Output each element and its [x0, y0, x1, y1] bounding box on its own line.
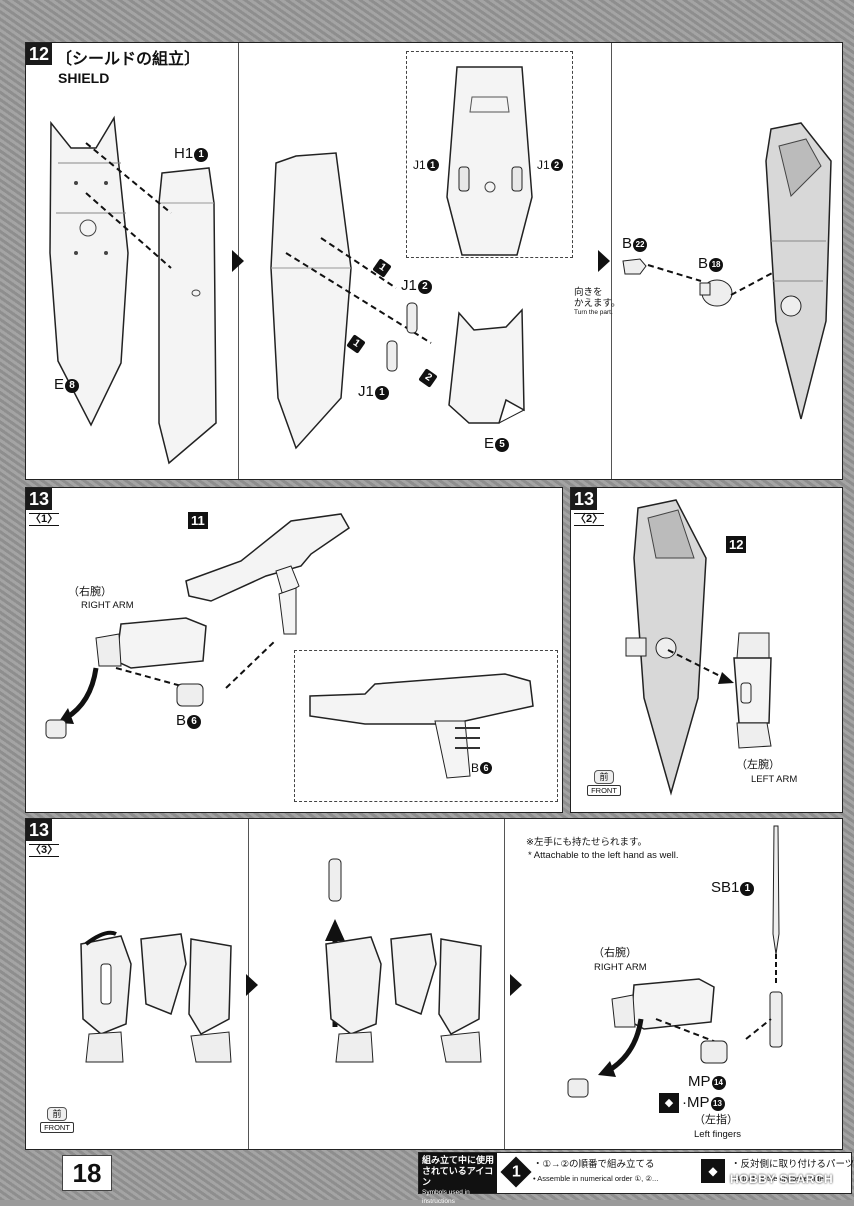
watermark: HOBBY SEARCH [730, 1172, 834, 1186]
guide-arrow [667, 649, 734, 684]
note-jp: ※左手にも持たせられます。 [526, 837, 648, 848]
hand-part [45, 719, 67, 739]
step-arrow [510, 974, 522, 996]
part-mp14-hand [700, 1040, 728, 1064]
front-icon: 前 [594, 770, 614, 784]
step-arrow [232, 250, 244, 272]
right-arm [95, 617, 207, 669]
step13-3-panel: 13 〈3〉 ※左手にも持たせられます。 * Attachable to the… [25, 818, 843, 1150]
sub-step: 〈1〉 [29, 513, 60, 526]
sub-step: 〈3〉 [29, 844, 60, 857]
order-icon: 1 [500, 1156, 532, 1188]
legend-opposite-en: • Attach to the opposite side [731, 1174, 824, 1183]
legend-title: 組み立て中に使用 されているアイコン Symbols used in instr… [419, 1153, 497, 1205]
step-title-jp: 〔シールドの組立〕 [56, 51, 201, 68]
swap-arrows [58, 639, 277, 724]
ref-part-12: 12 [726, 536, 747, 553]
finished-shield [765, 122, 832, 420]
turn-note-jp-2: かえます。 [574, 298, 621, 309]
right-arm-label-en: RIGHT ARM [81, 600, 134, 611]
legend-order-jp: ・①→②の順番で組み立てる [533, 1159, 655, 1170]
inset-shield-detail [446, 66, 533, 256]
turn-note-en: Turn the part. [574, 309, 613, 316]
part-b18 [699, 279, 733, 307]
guide-arrows [647, 264, 777, 296]
opposite-side-icon: ◆ [659, 1093, 679, 1113]
front-label: FRONT [587, 785, 621, 796]
left-arm-label-en: LEFT ARM [751, 774, 798, 785]
legend-opposite-jp: ・反対側に取り付けるパーツ [731, 1159, 854, 1170]
part-b22 [622, 258, 647, 275]
sub-step: 〈2〉 [574, 513, 605, 526]
hand-part [567, 1078, 589, 1098]
ref-part-11: 11 [188, 512, 208, 529]
divider [504, 819, 505, 1149]
front-indicator: 前 FRONT [40, 1107, 74, 1133]
right-arm-label-jp: （右腕） [68, 586, 112, 598]
step-number: 13 [26, 488, 53, 510]
right-arm-label-en: RIGHT ARM [594, 962, 647, 973]
turn-note-jp-1: 向きを [574, 287, 603, 298]
front-label: FRONT [40, 1122, 74, 1133]
front-icon: 前 [47, 1107, 67, 1121]
step13-2-panel: 13 〈2〉 12 （左腕） LEFT ARM 前 FRONT [570, 487, 843, 813]
page-number: 18 [62, 1155, 112, 1191]
step-arrow [246, 974, 258, 996]
step-number: 12 [26, 43, 53, 65]
right-arm [611, 978, 715, 1030]
beam-saber-blade [769, 825, 783, 1048]
part-j1-pin-a [406, 302, 418, 334]
legs-figure-1 [80, 930, 232, 1063]
right-arm-label-jp: （右腕） [593, 947, 637, 959]
step-title-en: SHIELD [58, 70, 110, 86]
opposite-icon: ◆ [701, 1159, 725, 1183]
step-number: 13 [26, 819, 53, 841]
part-h1 [158, 167, 217, 465]
left-fingers-jp: （左指） [694, 1114, 738, 1126]
part-shield-assembly [270, 152, 352, 450]
divider [611, 43, 612, 479]
left-arm [733, 632, 772, 749]
note-en: * Attachable to the left hand as well. [528, 850, 679, 861]
shield-attach [625, 499, 707, 796]
rifle-detail [309, 673, 534, 779]
beam-rifle [185, 513, 350, 635]
part-e8-shield [49, 115, 129, 427]
swap-arrows [598, 1018, 772, 1077]
step-arrow [598, 250, 610, 272]
guide-arrows [85, 142, 172, 269]
legs-figure-2 [325, 858, 482, 1063]
legend-title-jp-1: 組み立て中に使用 [422, 1155, 495, 1165]
left-arm-label-jp: （左腕） [736, 759, 780, 771]
part-j1-pin-b [386, 340, 398, 372]
part-e5 [448, 308, 525, 424]
legend-order-en: • Assemble in numerical order ①, ②... [533, 1174, 659, 1183]
legend-title-en: Symbols used in instructions [422, 1189, 470, 1205]
left-fingers-en: Left fingers [694, 1129, 741, 1140]
part-b6-hand [176, 683, 204, 707]
front-indicator: 前 FRONT [587, 770, 621, 796]
step-number: 13 [571, 488, 598, 510]
legend-title-jp-2: されているアイコン [422, 1166, 494, 1187]
